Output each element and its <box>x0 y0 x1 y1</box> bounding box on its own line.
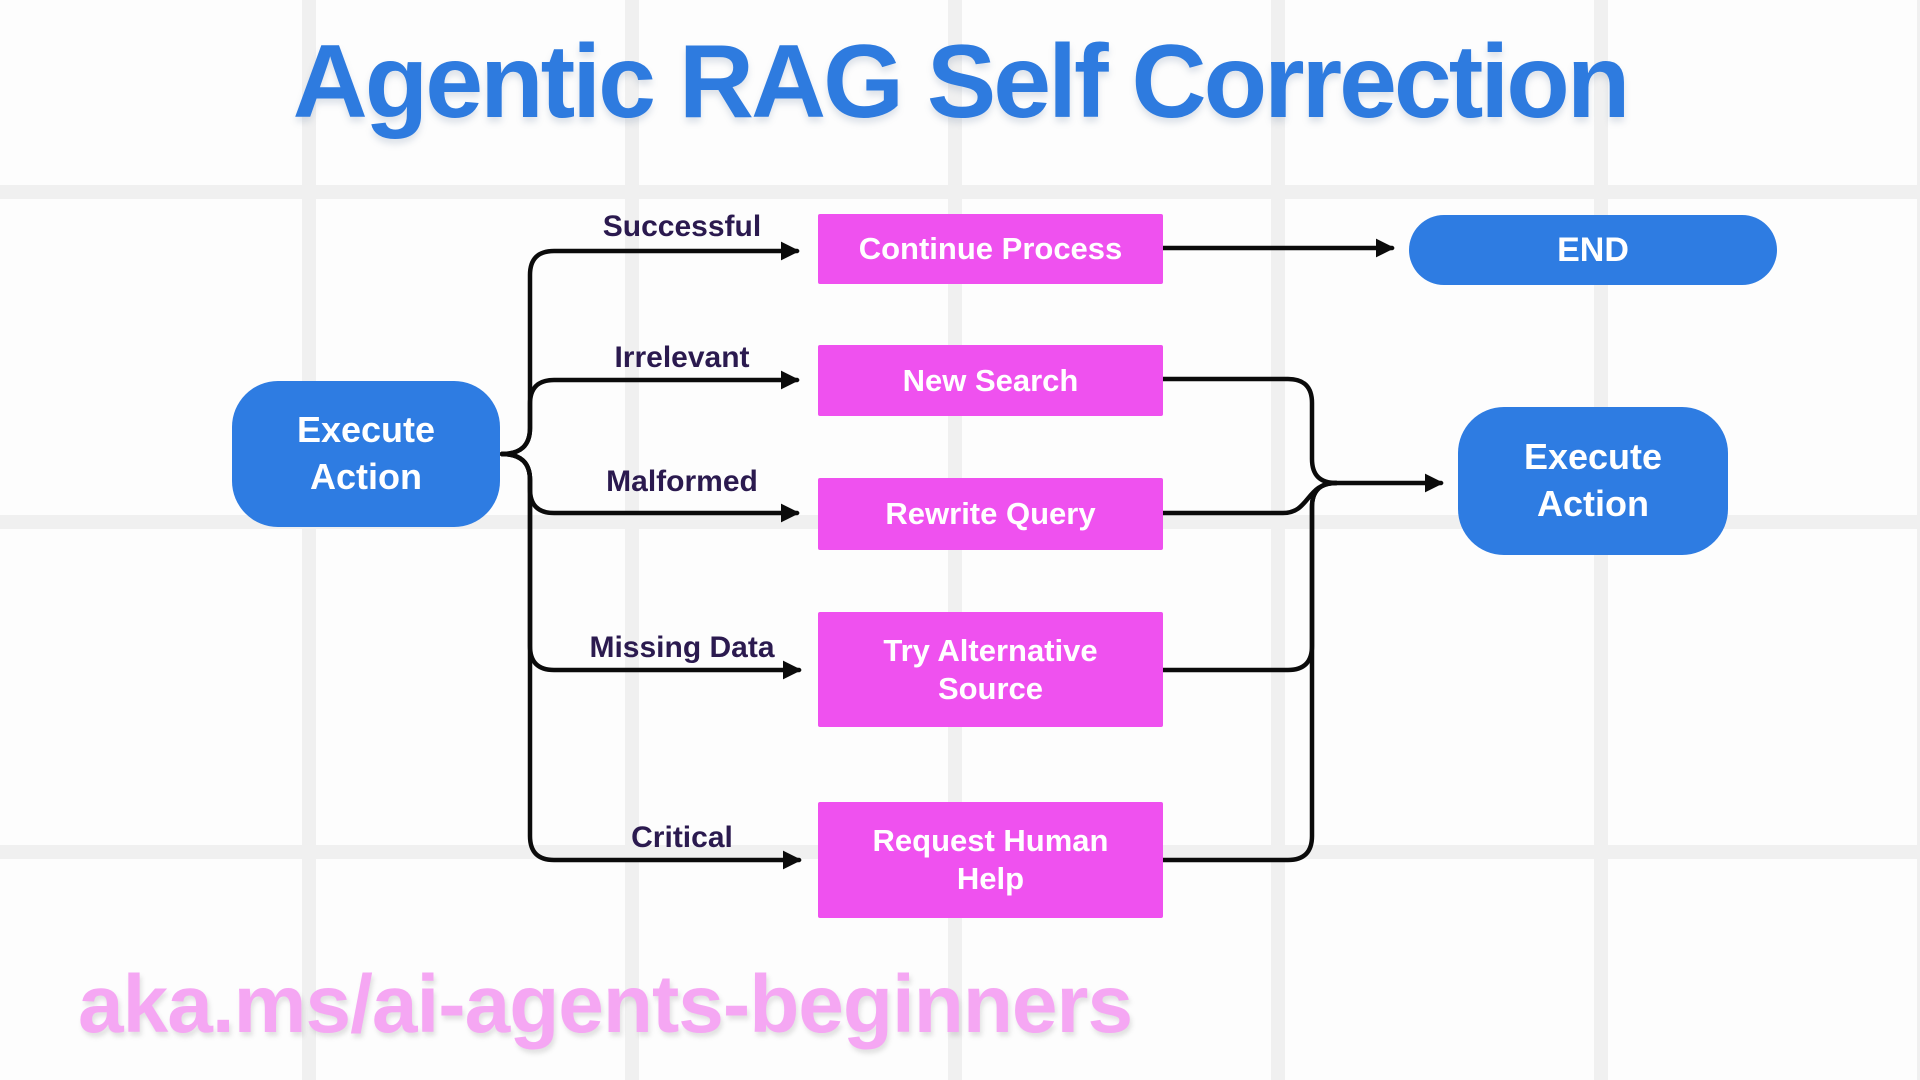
node-label-line: Source <box>937 670 1044 706</box>
node-new-search: New Search <box>818 345 1163 416</box>
node-label-line: Execute <box>1523 436 1663 478</box>
node-label-line: END <box>1557 230 1629 269</box>
edge-label-successful: Successful <box>602 210 762 243</box>
node-label-line: Execute <box>296 409 436 451</box>
edge-label-missing-data: Missing Data <box>589 631 775 664</box>
node-execute-action-start: Execute Action <box>232 381 500 527</box>
node-label-line: Action <box>1537 483 1649 524</box>
page-title: Agentic RAG Self Correction <box>292 24 1631 140</box>
edge-request-human-return-line <box>1160 480 1339 863</box>
footer-link-text: aka.ms/ai-agents-beginners <box>78 959 1133 1050</box>
node-continue-process: Continue Process <box>818 214 1163 284</box>
edge-label-malformed: Malformed <box>606 465 758 498</box>
node-label-line: Rewrite Query <box>885 496 1096 532</box>
node-label-line: Help <box>956 861 1025 896</box>
edge-new-search-return-line <box>1160 376 1444 493</box>
edge-irrelevant-line <box>499 370 800 457</box>
node-label-line: Request Human <box>872 823 1109 859</box>
edge-label-irrelevant: Irrelevant <box>614 341 750 374</box>
node-request-human-help: Request Human Help <box>818 802 1163 918</box>
edge-label-critical: Critical <box>631 821 733 854</box>
node-label-line: Try Alternative <box>883 632 1098 668</box>
node-rewrite-query: Rewrite Query <box>818 478 1163 550</box>
node-label-line: Action <box>310 456 422 497</box>
node-end: END <box>1409 215 1777 285</box>
edge-critical-line <box>499 451 802 870</box>
node-execute-action-again: Execute Action <box>1458 407 1728 555</box>
node-try-alternative-source: Try Alternative Source <box>818 612 1163 727</box>
node-label-line: Continue Process <box>858 231 1123 267</box>
node-label-line: New Search <box>902 362 1079 398</box>
